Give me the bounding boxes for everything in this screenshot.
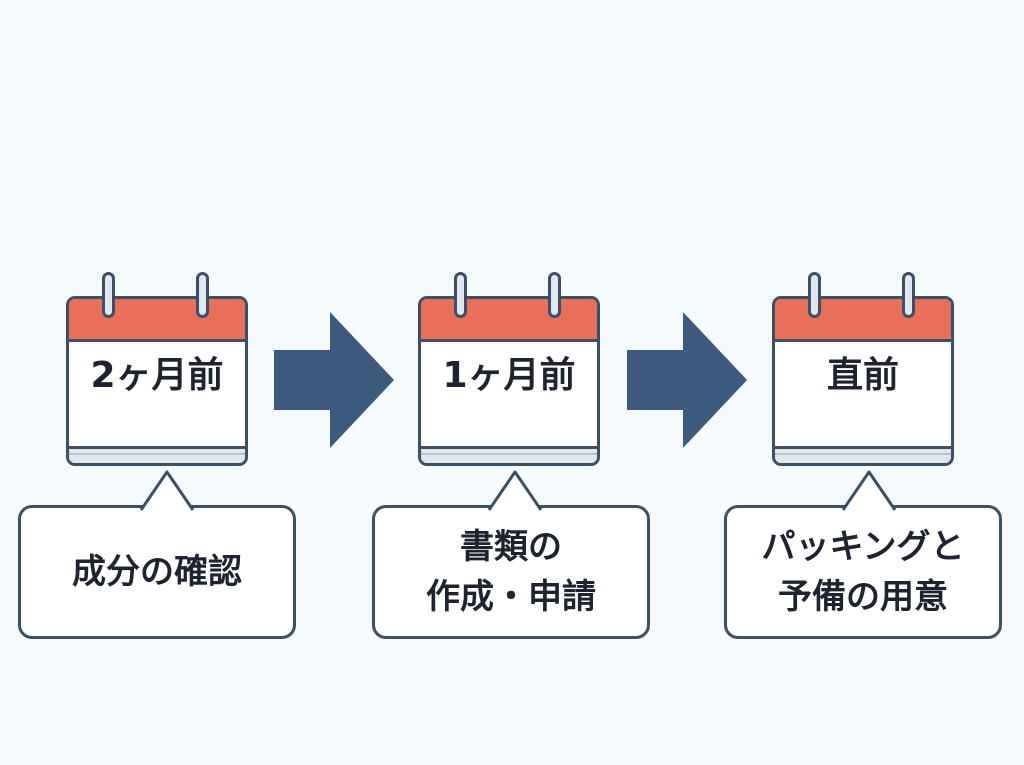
calendar-ring — [902, 272, 915, 318]
step-3-label: 直前 — [826, 355, 899, 396]
calendar-ring — [808, 272, 821, 318]
calendar-ring — [548, 272, 561, 318]
calendar-icon: 2ヶ月前 — [66, 272, 248, 468]
calendar-footer — [775, 446, 951, 463]
calendar-footer — [69, 446, 245, 463]
bubble-line: パッキングと — [761, 527, 965, 567]
calendar-ring — [196, 272, 209, 318]
step-1-bubble-text: 成分の確認 — [21, 508, 293, 636]
step-1-bubble: 成分の確認 — [18, 470, 296, 639]
calendar-icon: 直前 — [772, 272, 954, 468]
bubble-tail — [137, 470, 197, 512]
step-3-bubble-text: パッキングと 予備の用意 — [727, 508, 999, 636]
calendar-ring — [102, 272, 115, 318]
calendar-body — [418, 296, 600, 466]
bubble-tail — [839, 470, 899, 512]
calendar-header — [421, 299, 597, 342]
step-3-bubble: パッキングと 予備の用意 — [724, 470, 1002, 639]
calendar-footer — [421, 446, 597, 463]
bubble-line: 作成・申請 — [426, 577, 596, 617]
step-2-bubble-text: 書類の 作成・申請 — [375, 508, 647, 636]
step-2-bubble: 書類の 作成・申請 — [372, 470, 650, 639]
right-arrow-icon — [274, 312, 394, 448]
step-2-label: 1ヶ月前 — [442, 355, 576, 396]
bubble-tail — [485, 470, 545, 512]
right-arrow-icon — [627, 312, 747, 448]
calendar-body — [772, 296, 954, 466]
step-1-label: 2ヶ月前 — [90, 355, 224, 396]
bubble-line: 成分の確認 — [72, 552, 242, 592]
bubble-line: 予備の用意 — [778, 577, 948, 617]
bubble-line: 書類の — [460, 527, 562, 567]
calendar-header — [69, 299, 245, 342]
calendar-icon: 1ヶ月前 — [418, 272, 600, 468]
calendar-header — [775, 299, 951, 342]
calendar-ring — [454, 272, 467, 318]
calendar-body — [66, 296, 248, 466]
